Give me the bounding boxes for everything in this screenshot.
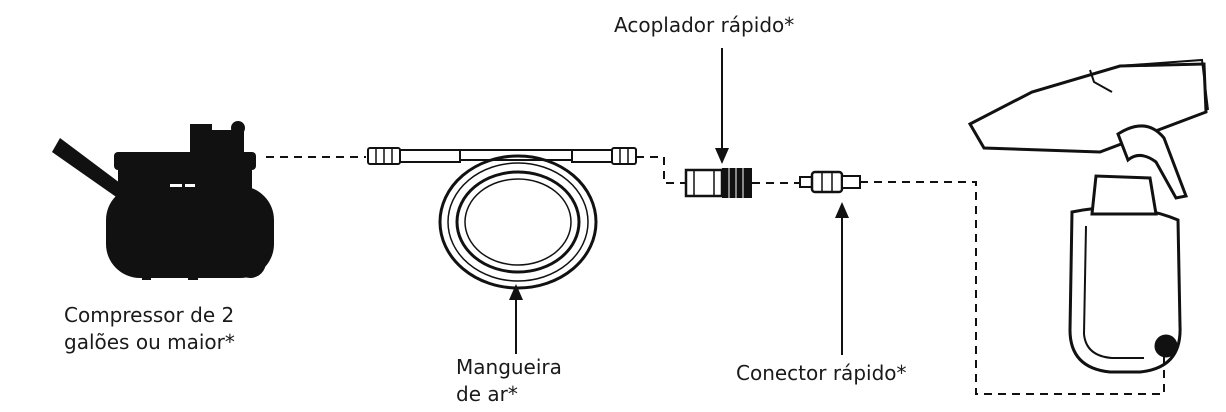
pointer-arrows bbox=[509, 48, 849, 355]
compressor-label-line1: Compressor de 2 bbox=[64, 303, 235, 327]
compressor-label-line2: galões ou maior* bbox=[64, 330, 235, 354]
air-hose-coil-icon bbox=[367, 147, 637, 290]
quick-connector-icon bbox=[799, 170, 861, 194]
compressor-label: Compressor de 2 galões ou maior* bbox=[64, 302, 235, 356]
quick-coupler-label: Acoplador rápido* bbox=[614, 13, 795, 37]
air-hose-label: Mangueira de ar* bbox=[456, 354, 562, 408]
connection-lines bbox=[266, 156, 1165, 395]
air-compressor-icon bbox=[52, 121, 274, 280]
quick-coupler-icon bbox=[684, 168, 752, 198]
air-hose-label-line2: de ar* bbox=[456, 382, 518, 406]
rivet-tool-icon bbox=[967, 58, 1209, 374]
air-hose-label-line1: Mangueira bbox=[456, 355, 562, 379]
quick-connector-label: Conector rápido* bbox=[736, 361, 907, 385]
